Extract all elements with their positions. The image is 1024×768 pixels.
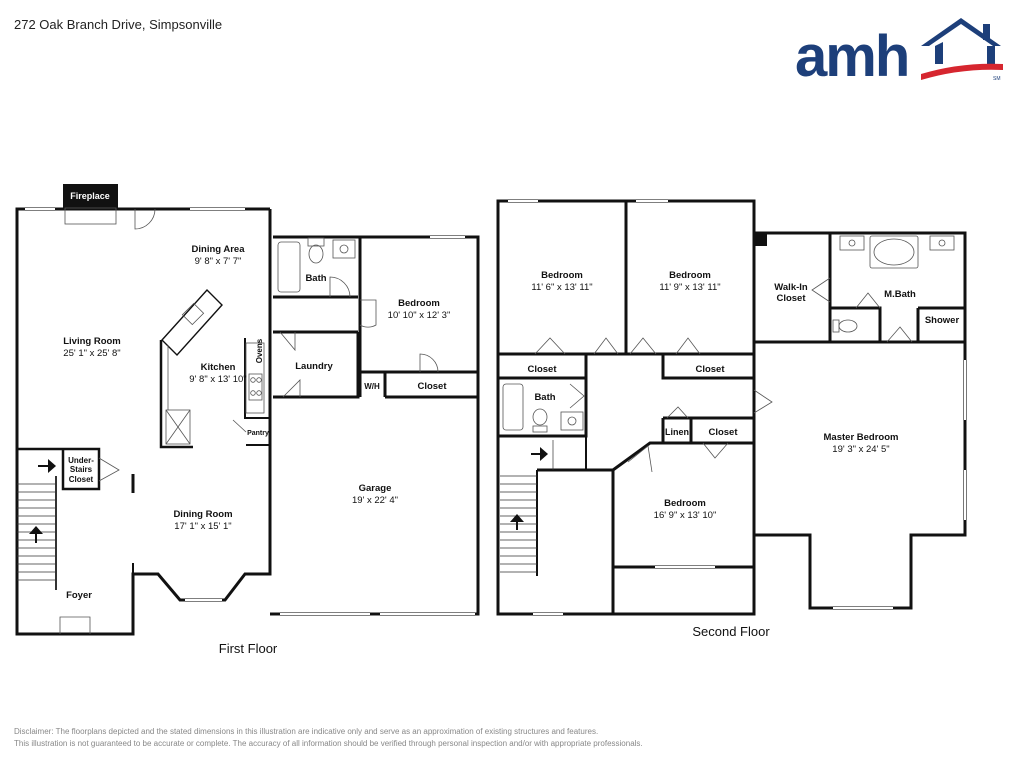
second-floor-stairs <box>500 440 554 573</box>
fireplace-block <box>63 184 118 208</box>
property-address: 272 Oak Branch Drive, Simpsonville <box>14 17 223 32</box>
fireplace-label: Fireplace <box>70 191 110 201</box>
bedroom-c-dim: 16' 9" x 13' 10" <box>654 510 717 521</box>
walk-in-line1: Walk-In <box>774 282 808 293</box>
closet-c-label: Closet <box>708 427 738 438</box>
bedroom-b-label: Bedroom <box>669 270 711 281</box>
chase-block <box>755 234 767 246</box>
wh-label: W/H <box>364 382 380 391</box>
first-floor-details <box>25 207 475 634</box>
closet-a-label: Closet <box>527 364 557 375</box>
logo-wordmark: amh <box>795 24 908 88</box>
amh-logo: amh SM <box>795 18 1003 88</box>
bath-2-label: Bath <box>534 392 555 403</box>
hearth <box>64 207 117 225</box>
kitchen-dim: 9' 8" x 13' 10" <box>189 374 246 385</box>
mbath-label: M.Bath <box>884 289 916 300</box>
laundry-label: Laundry <box>295 361 333 372</box>
second-floor-plan <box>496 199 967 616</box>
bath-label: Bath <box>305 273 326 284</box>
pantry-label: Pantry <box>247 430 269 437</box>
logo-swoosh <box>921 63 1003 80</box>
bedroom-a-dim: 11' 6" x 13' 11" <box>531 282 592 293</box>
kitchen-label: Kitchen <box>201 362 236 373</box>
foyer-label: Foyer <box>66 590 92 601</box>
closet-label: Closet <box>417 381 447 392</box>
shower-label: Shower <box>925 315 960 326</box>
garage-dim: 19' x 22' 4" <box>352 495 398 506</box>
living-room-label: Living Room <box>63 336 121 347</box>
stair-arrow-icon <box>510 447 548 530</box>
dining-room-dim: 17' 1" x 15' 1" <box>174 521 231 532</box>
service-mark: SM <box>993 76 1001 82</box>
master-bedroom-dim: 19' 3" x 24' 5" <box>832 444 889 455</box>
bedroom-c-label: Bedroom <box>664 498 706 509</box>
first-floor-plan <box>15 207 480 636</box>
under-stairs-line1: Under- <box>68 456 94 465</box>
disclaimer-line-2: This illustration is not guaranteed to b… <box>14 739 643 748</box>
under-stairs-line2: Stairs <box>70 465 93 474</box>
second-floor-title: Second Floor <box>692 624 770 639</box>
bedroom-label: Bedroom <box>398 298 440 309</box>
house-roof-icon <box>921 18 1001 64</box>
second-floor-details <box>502 199 967 616</box>
ovens-label: Ovens <box>255 338 264 363</box>
under-stairs-line3: Closet <box>69 475 94 484</box>
garage-label: Garage <box>359 483 392 494</box>
dining-area-dim: 9' 8" x 7' 7" <box>195 256 242 267</box>
bedroom-a-label: Bedroom <box>541 270 583 281</box>
bedroom-b-dim: 11' 9" x 13' 11" <box>659 282 720 293</box>
stair-arrow-icon <box>29 459 56 543</box>
dining-room-label: Dining Room <box>173 509 232 520</box>
dining-area-label: Dining Area <box>192 244 246 255</box>
first-floor-title: First Floor <box>219 641 278 656</box>
disclaimer-line-1: Disclaimer: The floorplans depicted and … <box>14 727 599 736</box>
walk-in-line2: Closet <box>776 293 806 304</box>
bedroom-dim: 10' 10" x 12' 3" <box>388 310 451 321</box>
living-room-dim: 25' 1" x 25' 8" <box>63 348 120 359</box>
closet-b-label: Closet <box>695 364 725 375</box>
linen-label: Linen <box>665 427 689 437</box>
master-bedroom-label: Master Bedroom <box>824 432 899 443</box>
